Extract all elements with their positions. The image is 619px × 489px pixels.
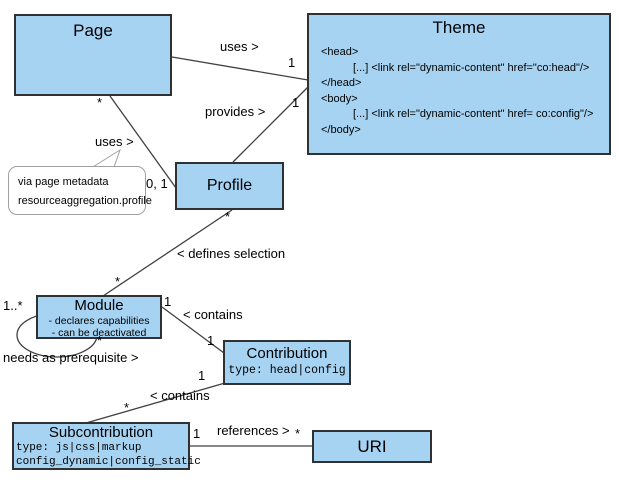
module-attribute: - can be deactivated [51, 327, 147, 339]
theme-node-title: Theme [432, 18, 486, 37]
edge-page-profile [109, 95, 177, 189]
note-line: resourceaggregation.profile [18, 195, 152, 207]
uri-node-title: URI [357, 436, 387, 456]
theme-code-line: <body> [321, 92, 358, 105]
theme-code-line: </head> [321, 77, 362, 89]
subcontribution-node-title: Subcontribution [48, 424, 154, 441]
theme-code-line: [...] <link rel="dynamic-content" href="… [353, 61, 590, 74]
mult-contains2-subc-star: * [124, 400, 130, 415]
profile-node: Profile [175, 162, 284, 210]
mult-references-uri-star: * [295, 426, 301, 441]
edge-label-defines-selection: < defines selection [177, 246, 286, 261]
edge-profile-module [102, 209, 233, 297]
edge-contribution-subcontribution [85, 382, 226, 424]
subcontribution-type-lines: type: js|css|markup config_dynamic|confi… [14, 442, 201, 469]
edge-page-theme [171, 56, 309, 81]
mult-self-loop-1star: 1..* [3, 298, 23, 313]
edge-label-contains-2: < contains [150, 388, 210, 403]
module-node-title: Module [74, 297, 124, 314]
edge-label-provides: provides > [205, 104, 266, 119]
edge-label-uses-theme: uses > [220, 39, 259, 54]
mult-contains2-contrib-1: 1 [198, 368, 206, 383]
mult-defines-profile-star: * [225, 209, 231, 224]
edge-label-uses-profile: uses > [95, 134, 134, 149]
profile-node-title: Profile [206, 177, 253, 194]
mult-contains1-contrib-1: 1 [207, 333, 215, 348]
page-node-title: Page [73, 21, 113, 40]
page-node: Page [14, 14, 172, 96]
note-bubble: via page metadata resourceaggregation.pr… [8, 166, 152, 215]
theme-code-line: [...] <link rel="dynamic-content" href= … [353, 108, 594, 120]
uri-node: URI [312, 430, 432, 463]
mult-self-loop-star: * [97, 333, 103, 348]
edge-label-needs-prerequisite: needs as prerequisite > [3, 350, 139, 365]
theme-node-code: <head> [...] <link rel="dynamic-content"… [309, 45, 609, 138]
edge-module-contribution [161, 306, 225, 354]
subcontribution-node: Subcontribution type: js|css|markup conf… [12, 422, 201, 470]
subcontribution-type-line: config_dynamic|config_static [16, 455, 201, 468]
mult-page-profile-star: * [97, 95, 103, 110]
edge-label-contains-1: < contains [183, 307, 243, 322]
module-node: Module - declares capabilities - can be … [36, 295, 162, 339]
theme-code-line: </body> [321, 123, 361, 136]
note-line: via page metadata [18, 176, 109, 188]
contribution-type-line: type: head|config [228, 364, 346, 377]
mult-defines-module-star: * [115, 274, 121, 289]
mult-theme-profile-1: 1 [292, 95, 300, 110]
module-node-attributes: - declares capabilities - can be deactiv… [38, 315, 160, 339]
contribution-node-title: Contribution [246, 345, 328, 362]
subcontribution-type-line: type: js|css|markup [16, 442, 142, 454]
contribution-node: Contribution type: head|config [223, 340, 351, 385]
mult-page-theme-1: 1 [288, 55, 296, 70]
theme-code-line: <head> [321, 46, 359, 58]
mult-references-subc-1: 1 [193, 426, 201, 441]
edge-label-references: references > [217, 423, 290, 438]
mult-page-profile-01: 0, 1 [146, 176, 168, 191]
mult-contains1-module-1: 1 [164, 294, 172, 309]
module-attribute: - declares capabilities [48, 315, 150, 327]
theme-node: Theme <head> [...] <link rel="dynamic-co… [307, 13, 611, 155]
edge-theme-profile [232, 86, 309, 163]
